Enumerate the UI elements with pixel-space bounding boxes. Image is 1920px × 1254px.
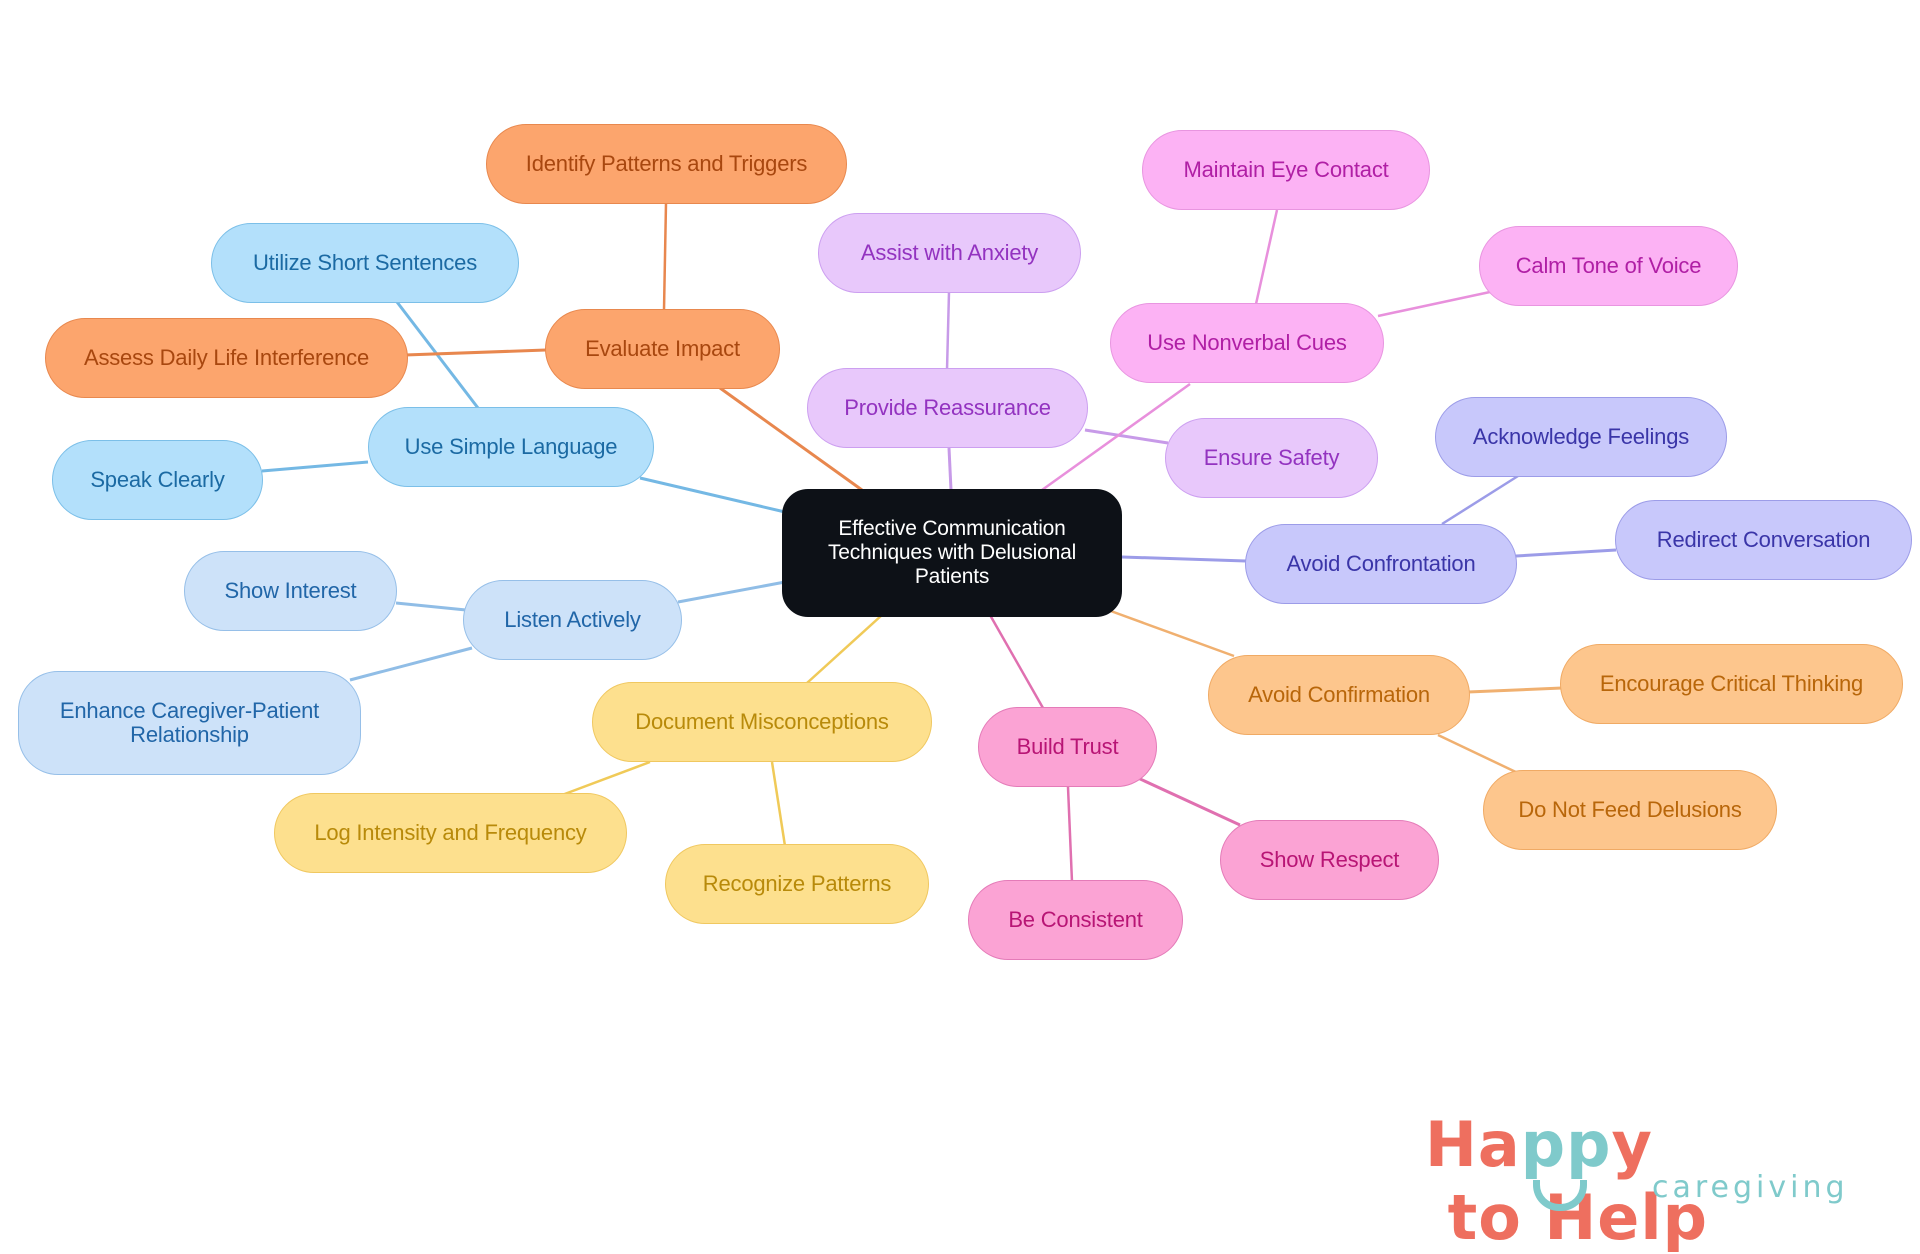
node-label: Do Not Feed Delusions: [1518, 797, 1742, 822]
edge-confrontation-acknowledge: [1441, 474, 1519, 526]
edge-root-use-simple-language: [639, 476, 786, 514]
node-encourage-critical-thinking[interactable]: Encourage Critical Thinking: [1560, 644, 1903, 724]
node-build-trust[interactable]: Build Trust: [978, 707, 1157, 787]
root-node[interactable]: Effective Communication Techniques with …: [782, 489, 1122, 617]
node-enhance-relationship[interactable]: Enhance Caregiver-Patient Relationship: [18, 671, 361, 775]
node-label: Be Consistent: [1008, 907, 1143, 932]
edge-confirmation-delusions: [1437, 733, 1521, 776]
node-label: Encourage Critical Thinking: [1599, 671, 1864, 696]
edge-root-listen: [677, 580, 786, 604]
edge-nonverbal-eye-contact: [1254, 209, 1279, 305]
node-label: Enhance Caregiver-Patient Relationship: [59, 698, 320, 747]
edge-confrontation-redirect: [1515, 548, 1617, 558]
edge-nonverbal-calm-tone: [1377, 290, 1491, 318]
node-label: Recognize Patterns: [702, 871, 892, 896]
edge-root-trust: [988, 614, 1045, 709]
node-label: Utilize Short Sentences: [252, 250, 478, 275]
node-label: Evaluate Impact: [585, 336, 740, 361]
edge-root-reassurance: [947, 447, 953, 491]
node-label: Document Misconceptions: [635, 709, 889, 734]
node-show-respect[interactable]: Show Respect: [1220, 820, 1439, 900]
node-do-not-feed-delusions[interactable]: Do Not Feed Delusions: [1483, 770, 1777, 850]
edge-use-simple-language-speak-clearly: [261, 460, 369, 473]
edge-confirmation-critical: [1467, 686, 1563, 694]
edge-root-nonverbal: [1041, 382, 1191, 492]
edge-reassurance-safety: [1084, 428, 1169, 445]
node-identify-patterns-triggers[interactable]: Identify Patterns and Triggers: [486, 124, 847, 204]
node-label: Speak Clearly: [90, 467, 225, 492]
node-assist-anxiety[interactable]: Assist with Anxiety: [818, 213, 1081, 293]
node-label: Acknowledge Feelings: [1472, 424, 1690, 449]
node-provide-reassurance[interactable]: Provide Reassurance: [807, 368, 1088, 448]
node-acknowledge-feelings[interactable]: Acknowledge Feelings: [1435, 397, 1727, 477]
node-label: Listen Actively: [504, 607, 641, 632]
node-label: Maintain Eye Contact: [1183, 157, 1389, 182]
node-maintain-eye-contact[interactable]: Maintain Eye Contact: [1142, 130, 1430, 210]
node-label: Ensure Safety: [1203, 445, 1340, 470]
node-use-simple-language[interactable]: Use Simple Language: [368, 407, 654, 487]
root-node-label: Effective Communication Techniques with …: [827, 517, 1077, 588]
edge-document-recognize: [770, 761, 787, 847]
edge-root-evaluate-impact: [719, 386, 863, 492]
edge-root-confirmation: [1107, 608, 1235, 658]
node-label: Avoid Confirmation: [1248, 682, 1430, 707]
edge-reassurance-anxiety: [945, 291, 951, 371]
node-log-intensity[interactable]: Log Intensity and Frequency: [274, 793, 627, 873]
node-ensure-safety[interactable]: Ensure Safety: [1165, 418, 1378, 498]
logo-text-ha: Ha: [1425, 1108, 1521, 1181]
node-show-interest[interactable]: Show Interest: [184, 551, 397, 631]
node-label: Redirect Conversation: [1656, 527, 1871, 552]
edge-evaluate-impact-assess: [404, 348, 547, 357]
logo-text-pp: pp: [1520, 1108, 1612, 1181]
node-use-nonverbal-cues[interactable]: Use Nonverbal Cues: [1110, 303, 1384, 383]
node-evaluate-impact[interactable]: Evaluate Impact: [545, 309, 780, 389]
edge-document-log: [561, 760, 651, 797]
edge-trust-consistent: [1066, 786, 1074, 883]
logo-text-y: y: [1611, 1108, 1653, 1181]
node-calm-tone[interactable]: Calm Tone of Voice: [1479, 226, 1738, 306]
happy-to-help-logo: Happy to Help caregiving: [1425, 1108, 1885, 1254]
smile-icon: [1533, 1180, 1587, 1211]
node-label: Assist with Anxiety: [860, 240, 1039, 265]
node-label: Use Nonverbal Cues: [1147, 330, 1347, 355]
node-label: Show Respect: [1259, 847, 1400, 872]
node-label: Provide Reassurance: [844, 395, 1051, 420]
node-recognize-patterns[interactable]: Recognize Patterns: [665, 844, 929, 924]
node-label: Show Interest: [224, 578, 357, 603]
edge-root-confrontation: [1121, 555, 1247, 563]
node-redirect-conversation[interactable]: Redirect Conversation: [1615, 500, 1912, 580]
edge-listen-enhance: [349, 646, 473, 682]
node-speak-clearly[interactable]: Speak Clearly: [52, 440, 263, 520]
connector-layer: [261, 202, 1617, 883]
edge-root-document: [806, 614, 883, 684]
logo-subtitle: caregiving: [1652, 1170, 1849, 1205]
edge-evaluate-impact-identify: [662, 202, 668, 311]
node-label: Use Simple Language: [404, 434, 618, 459]
node-be-consistent[interactable]: Be Consistent: [968, 880, 1183, 960]
node-document-misconceptions[interactable]: Document Misconceptions: [592, 682, 932, 762]
node-assess-daily-life[interactable]: Assess Daily Life Interference: [45, 318, 408, 398]
edge-trust-respect: [1137, 776, 1241, 827]
node-utilize-short-sentences[interactable]: Utilize Short Sentences: [211, 223, 519, 303]
node-avoid-confirmation[interactable]: Avoid Confirmation: [1208, 655, 1470, 735]
node-label: Build Trust: [1016, 734, 1119, 759]
node-label: Calm Tone of Voice: [1515, 253, 1702, 278]
node-label: Identify Patterns and Triggers: [525, 151, 808, 176]
node-label: Assess Daily Life Interference: [83, 345, 370, 370]
node-avoid-confrontation[interactable]: Avoid Confrontation: [1245, 524, 1517, 604]
edge-listen-interest: [395, 601, 467, 612]
node-listen-actively[interactable]: Listen Actively: [463, 580, 682, 660]
node-label: Avoid Confrontation: [1286, 551, 1476, 576]
node-label: Log Intensity and Frequency: [314, 820, 587, 845]
